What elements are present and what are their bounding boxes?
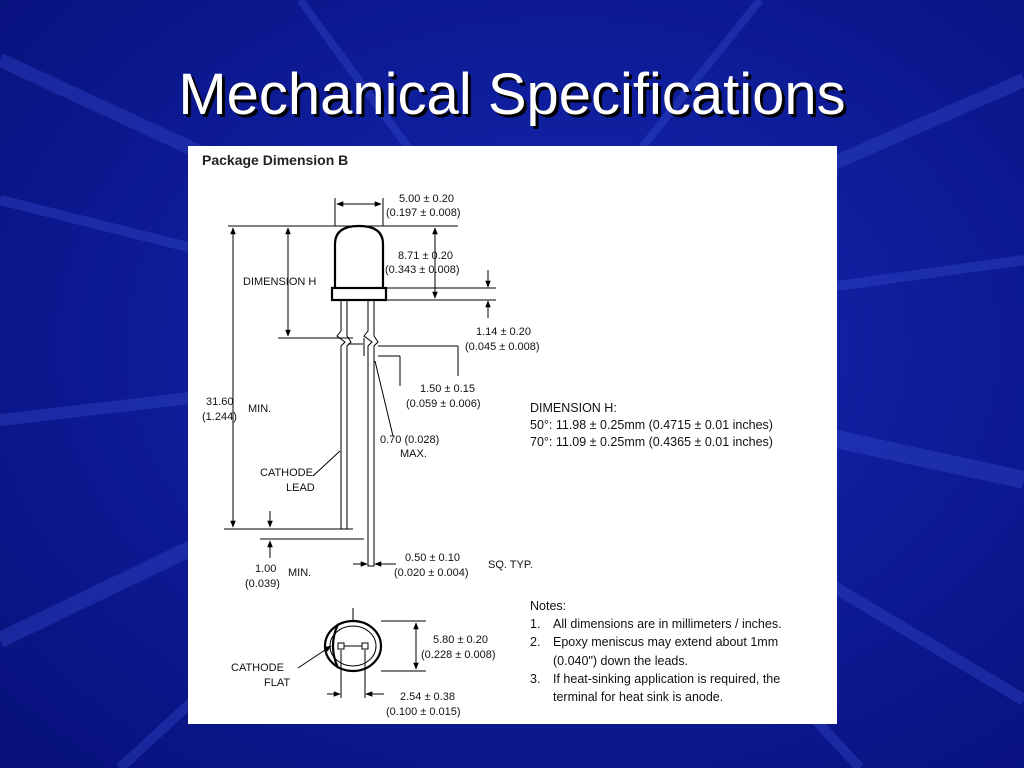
lead-end-in-label: (0.039) [245,578,280,590]
note-3-number: 3. [530,672,540,686]
flange-mm-label: 1.14 ± 0.20 [476,326,531,338]
note-2-number: 2. [530,635,540,649]
led-leads [336,300,379,567]
total-in-label: (1.244) [202,411,237,423]
notes-title: Notes: [530,599,566,613]
lead-sq-typ-label: SQ. TYP. [488,559,533,571]
cathode-lead-label-1: CATHODE [260,467,313,479]
lead-max-label: 0.70 (0.028) [380,434,439,446]
lead-end-mm-label: 1.00 [255,563,276,575]
led-bottom-view [323,608,383,673]
dimension-h-row-50: 50°: 11.98 ± 0.25mm (0.4715 ± 0.01 inche… [530,418,773,432]
base-in-label: (0.228 ± 0.008) [421,649,496,661]
figure-heading: Package Dimension B [202,152,348,168]
note-2-line-2: (0.040") down the leads. [553,654,688,668]
slide-title: Mechanical Specifications [178,62,846,127]
lead-end-min-label: MIN. [288,567,311,579]
pitch-in-label: (0.100 ± 0.015) [386,706,461,718]
note-3-line-2: terminal for heat sink is anode. [553,690,723,704]
cathode-flat-label-2: FLAT [264,677,290,689]
note-2-line-1: Epoxy meniscus may extend about 1mm [553,635,778,649]
standoff-mm-label: 1.50 ± 0.15 [420,383,475,395]
package-dimension-drawing: Package Dimension B 5.00 ± 0.20 (0.197 ±… [202,152,782,718]
lead-max-max: MAX. [400,448,427,460]
base-mm-label: 5.80 ± 0.20 [433,634,488,646]
note-1-number: 1. [530,617,540,631]
mechanical-drawing-panel: Package Dimension B 5.00 ± 0.20 (0.197 ±… [188,146,837,724]
cathode-lead-label-2: LEAD [286,482,315,494]
note-3-line-1: If heat-sinking application is required,… [553,672,780,686]
total-min-label: MIN. [248,403,271,415]
led-body [330,224,388,302]
total-mm-label: 31.60 [206,396,234,408]
cathode-flat-label-1: CATHODE [231,662,284,674]
dimension-h-table-title: DIMENSION H: [530,401,617,415]
pitch-mm-label: 2.54 ± 0.38 [400,691,455,703]
dimension-h-label: DIMENSION H [243,276,316,288]
note-1: All dimensions are in millimeters / inch… [553,617,782,631]
lead-sq-mm-label: 0.50 ± 0.10 [405,552,460,564]
flange-in-label: (0.045 ± 0.008) [465,341,540,353]
lead-sq-in-label: (0.020 ± 0.004) [394,567,469,579]
height-in-label: (0.343 ± 0.008) [385,264,460,276]
standoff-in-label: (0.059 ± 0.006) [406,398,481,410]
width-mm-label: 5.00 ± 0.20 [399,193,454,205]
width-in-label: (0.197 ± 0.008) [386,207,461,219]
dimension-h-row-70: 70°: 11.09 ± 0.25mm (0.4365 ± 0.01 inche… [530,435,773,449]
height-mm-label: 8.71 ± 0.20 [398,250,453,262]
